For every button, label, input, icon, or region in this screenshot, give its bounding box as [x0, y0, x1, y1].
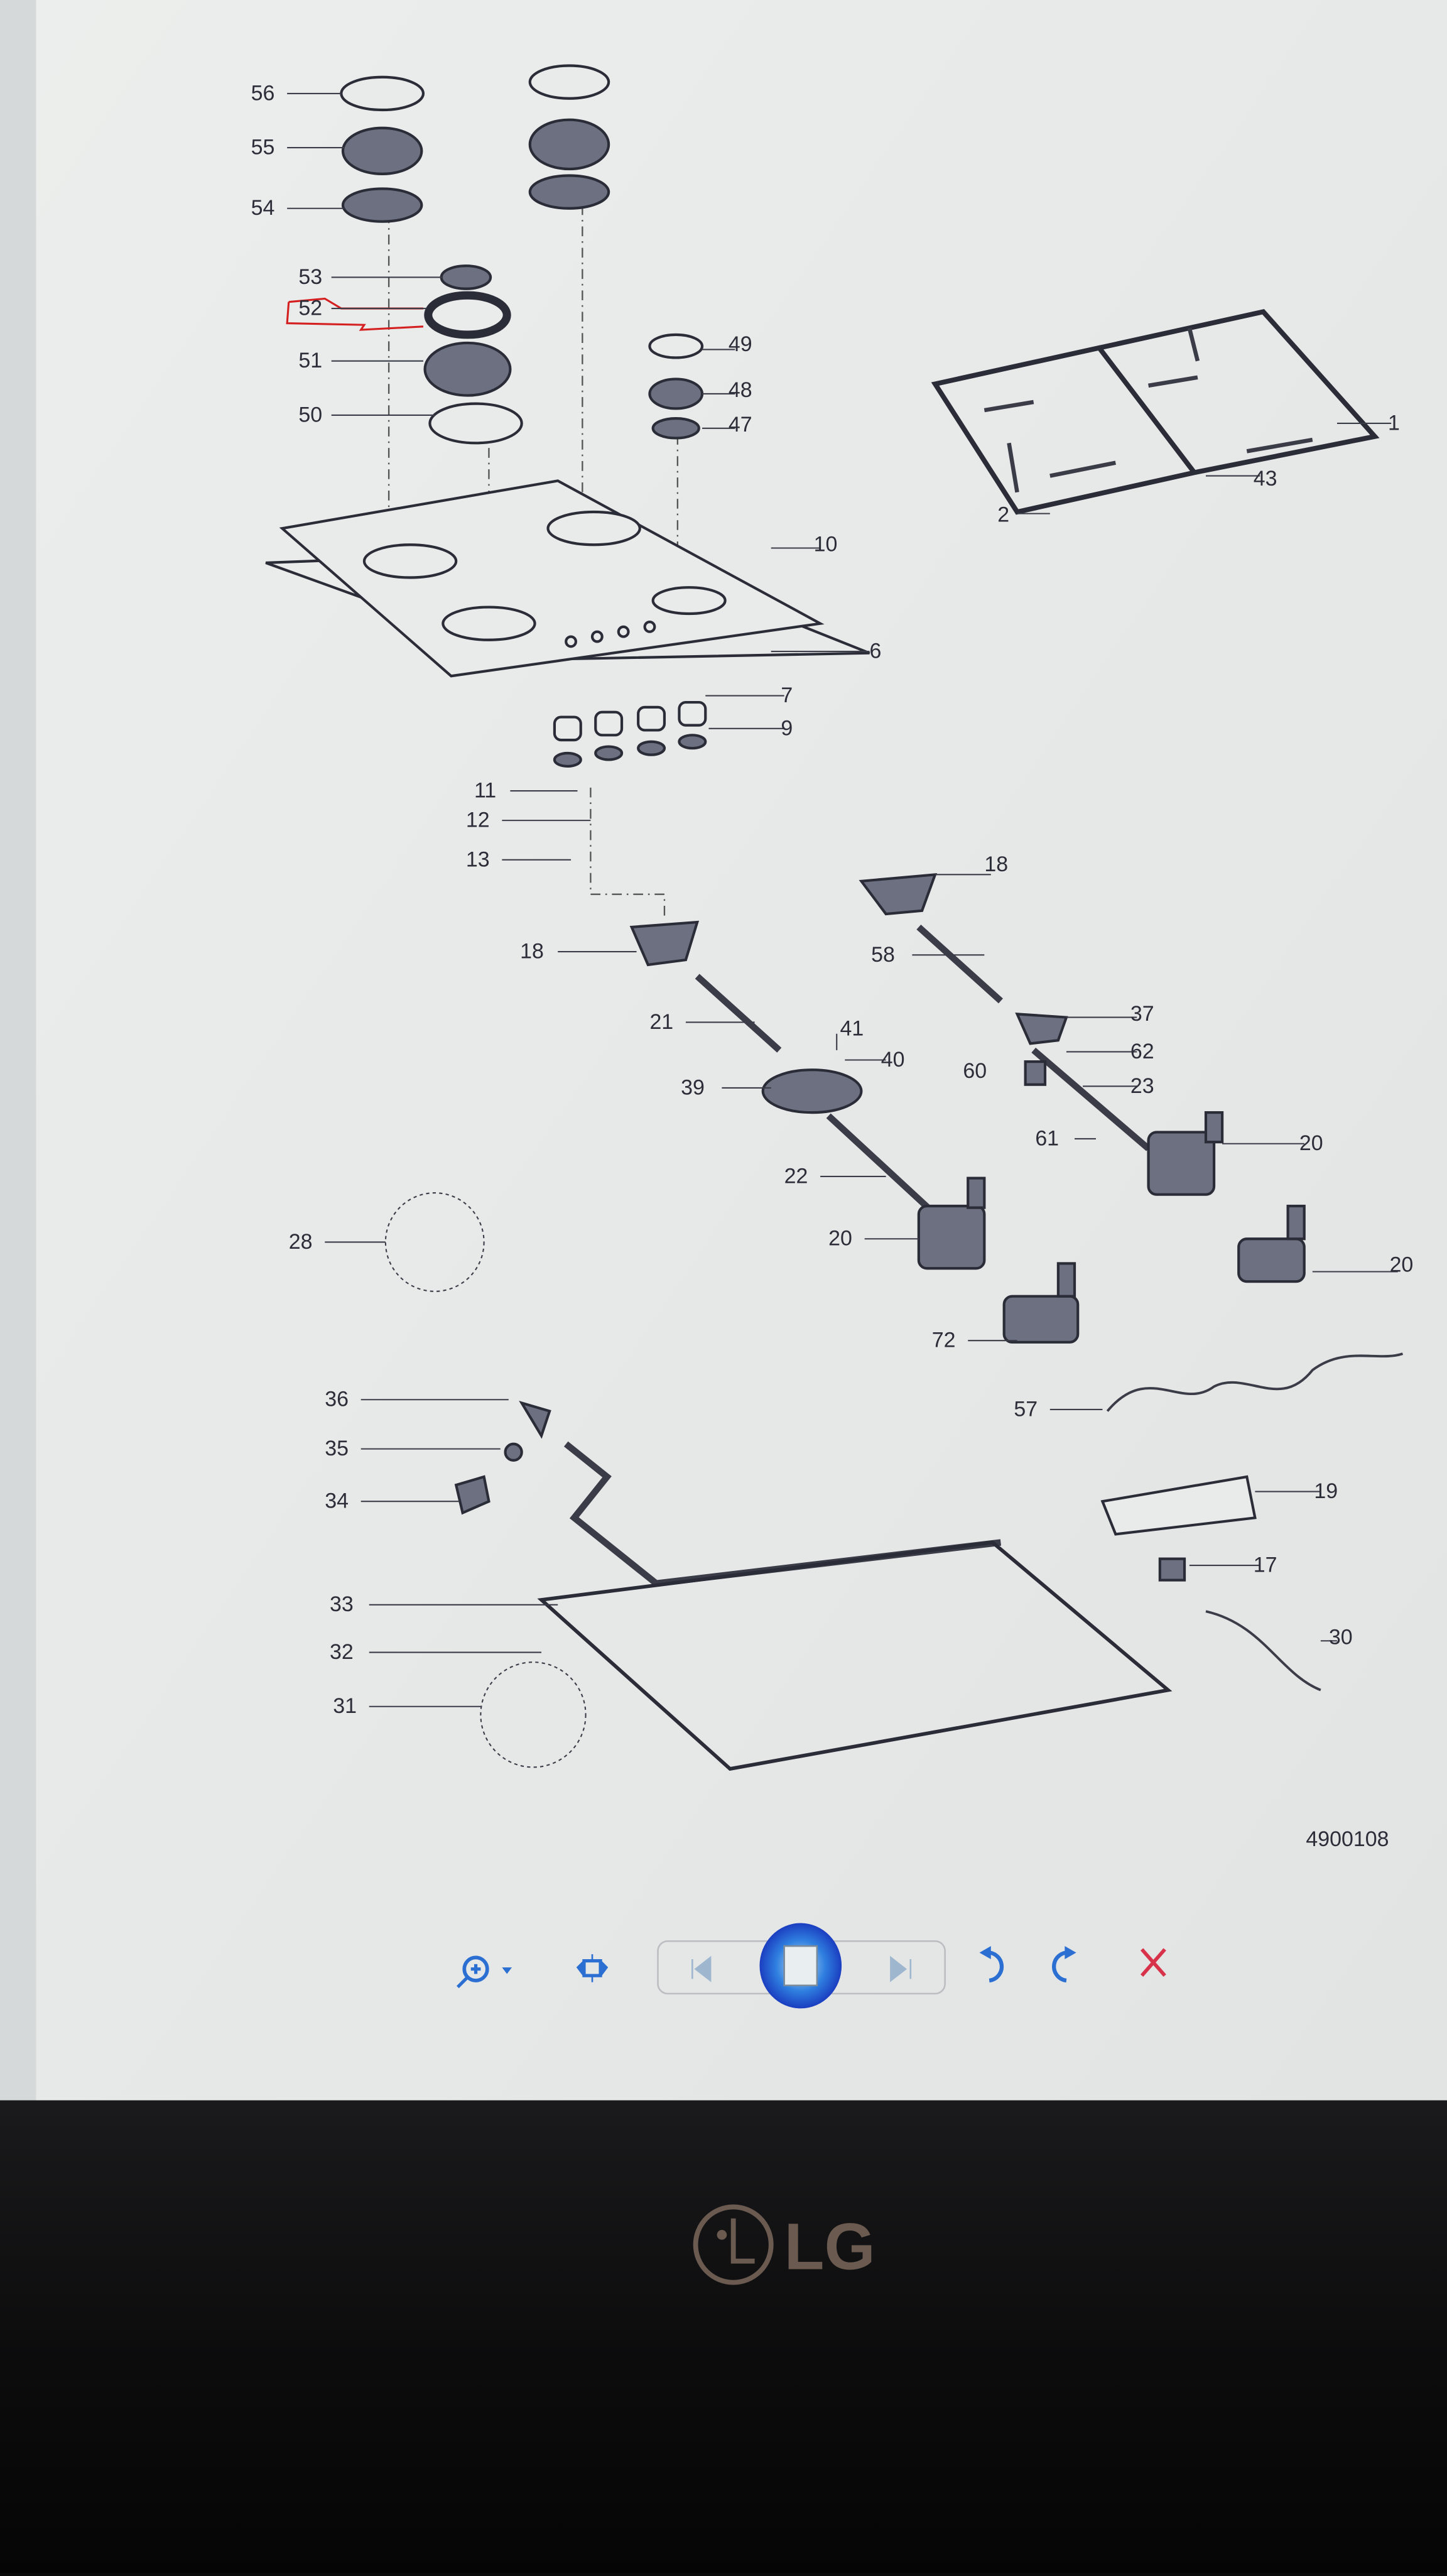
callout: 54 [251, 196, 275, 220]
zoom-button[interactable] [456, 1955, 512, 1989]
callout: 20 [828, 1227, 852, 1251]
part-39-manifold [761, 1068, 863, 1114]
part-51 [423, 341, 512, 397]
callout: 1 [1388, 411, 1400, 435]
drawing-number: 4900108 [1306, 1827, 1389, 1851]
rotate-clockwise-icon [1052, 1950, 1070, 1983]
part-19-ignition-module [1100, 1475, 1257, 1536]
callout: 23 [1130, 1074, 1154, 1098]
callout: 49 [729, 332, 752, 356]
callout: 17 [1254, 1553, 1277, 1577]
part-50 [428, 402, 523, 445]
callout: 31 [333, 1694, 357, 1718]
rotate-clockwise-button[interactable] [1052, 1946, 1076, 1983]
callout: 7 [781, 683, 793, 707]
callout: 20 [1299, 1131, 1323, 1155]
callout: 55 [251, 136, 275, 160]
callout: 43 [1254, 467, 1277, 491]
callout: 47 [729, 413, 752, 437]
callout: 32 [330, 1640, 354, 1664]
next-icon [890, 1955, 912, 1982]
callout: 21 [649, 1010, 673, 1034]
rotate-counterclockwise-button[interactable] [979, 1946, 1004, 1983]
callout: 12 [466, 808, 490, 832]
callout: 56 [251, 81, 275, 105]
callout: 10 [814, 533, 838, 557]
callout: 58 [871, 943, 895, 967]
callout: 40 [881, 1048, 905, 1072]
part-53 [440, 264, 492, 290]
callout: 20 [1390, 1253, 1414, 1276]
pan-supports [931, 309, 1380, 515]
delete-button[interactable] [1140, 1948, 1166, 1977]
callouts: 56 55 54 53 52 51 50 49 48 47 10 6 7 9 1… [251, 81, 1414, 1718]
callout: 6 [869, 639, 881, 663]
part-10-hob-top [279, 479, 825, 678]
part-56-cap [340, 75, 425, 112]
part-52-ring [424, 291, 511, 339]
callout: 11 [474, 779, 496, 803]
brand-logo-text: LG [784, 2210, 875, 2284]
callout: 62 [1130, 1040, 1154, 1063]
callout: 48 [729, 378, 752, 402]
slideshow-button[interactable] [759, 1923, 842, 2009]
callout: 50 [298, 403, 322, 427]
callout-highlighted: 52 [298, 296, 322, 320]
callout: 53 [298, 265, 322, 289]
lg-logo: LG [693, 2204, 875, 2285]
callout: 41 [840, 1016, 864, 1040]
callout: 37 [1130, 1002, 1154, 1026]
callout: 2 [997, 503, 1009, 527]
screen [0, 0, 1447, 2109]
callout: 39 [681, 1075, 705, 1099]
callout: 13 [466, 847, 490, 871]
part-55-crown [341, 126, 423, 175]
callout: 33 [330, 1592, 354, 1616]
callout: 51 [298, 349, 322, 372]
callout: 72 [932, 1329, 956, 1352]
previous-icon [691, 1955, 712, 1982]
next-button[interactable] [890, 1955, 912, 1982]
delete-icon [1140, 1948, 1166, 1977]
viewer-toolbar [456, 1923, 1166, 2009]
part-32-base-tray [537, 1540, 1173, 1771]
previous-button[interactable] [691, 1955, 712, 1982]
callout: 57 [1014, 1397, 1038, 1421]
callout: 61 [1035, 1126, 1059, 1150]
callout: 22 [784, 1164, 808, 1188]
zoom-icon [462, 1955, 489, 1982]
callout: 18 [984, 852, 1008, 876]
callout: 35 [325, 1437, 349, 1460]
callout: 30 [1329, 1625, 1353, 1649]
callout: 18 [520, 940, 544, 964]
callout: 28 [289, 1230, 313, 1254]
callout: 34 [325, 1489, 349, 1513]
callout: 36 [325, 1388, 349, 1411]
monitor-bezel [0, 2100, 1447, 2573]
exploded-parts-diagram: 56 55 54 53 52 51 50 49 48 47 10 6 7 9 1… [251, 64, 1414, 1851]
knobs [553, 700, 707, 768]
rotate-counterclockwise-icon [985, 1950, 1004, 1983]
callout: 9 [781, 716, 793, 740]
callout: 60 [963, 1059, 987, 1083]
part-54-spreader [341, 187, 423, 223]
actual-size-button[interactable] [576, 1954, 609, 1982]
callout: 19 [1314, 1479, 1338, 1503]
